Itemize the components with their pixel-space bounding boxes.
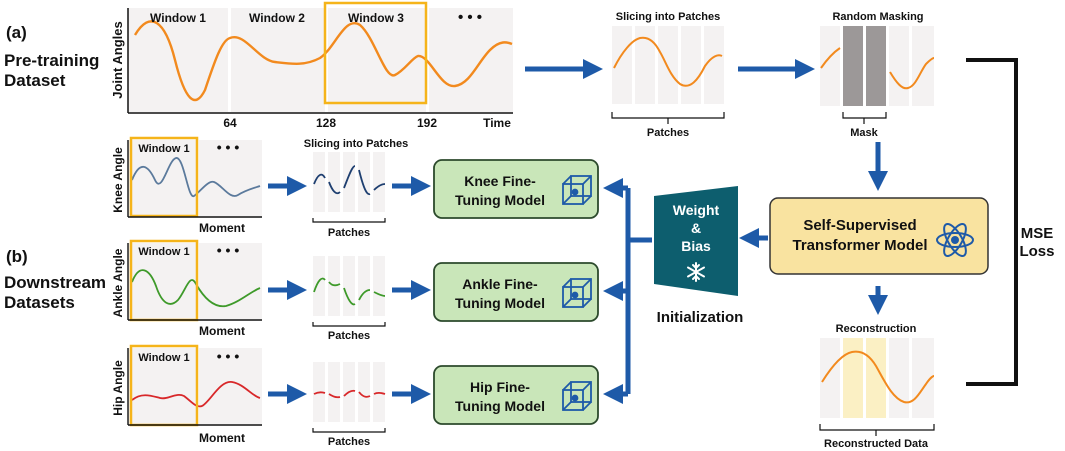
weight-line1: Weight — [673, 202, 720, 218]
hip-ylabel: Hip Angle — [111, 360, 125, 416]
knee-xlabel: Moment — [199, 221, 245, 235]
pretrain-signal — [133, 20, 513, 102]
knee-patch-signal — [313, 165, 386, 195]
random-masking: Random Masking Mask — [820, 11, 935, 139]
ankle-patch-signal — [313, 277, 386, 306]
label-b: (b) — [6, 247, 28, 266]
downstream-label-line2: Datasets — [4, 293, 75, 312]
pretrain-window-2: Window 2 — [249, 11, 305, 25]
knee-row: Knee Angle Window 1 • • • Moment Patches — [111, 136, 386, 239]
hip-window-label: Window 1 — [138, 352, 189, 364]
pretrain-plot: Joint Angles Window 1 Window 2 Window 3 … — [110, 1, 513, 130]
ankle-signal — [131, 269, 261, 308]
reconstruction: Reconstruction Reconstructed Data — [819, 323, 935, 450]
ankle-row: Ankle Angle Window 1 • • • Moment Patche… — [111, 239, 386, 342]
cube-network-icon — [562, 381, 592, 411]
pretrain-ylabel: Joint Angles — [110, 21, 125, 99]
pretrain-window-1: Window 1 — [150, 11, 206, 25]
hip-patch-signal — [313, 389, 386, 399]
weight-line3: Bias — [681, 238, 711, 254]
slicing-top-title: Slicing into Patches — [616, 11, 721, 23]
ankle-window-label: Window 1 — [138, 246, 189, 258]
masking-caption: Mask — [850, 127, 878, 139]
cube-network-icon — [562, 175, 592, 205]
weight-line2: & — [691, 220, 701, 236]
pretrain-label-line2: Dataset — [4, 71, 66, 90]
ankle-ellipsis: • • • — [217, 242, 240, 258]
window3-highlight — [323, 1, 428, 105]
init-distribution-arrows — [603, 178, 652, 404]
knee-model-line1: Knee Fine- — [464, 173, 536, 189]
weight-bias-block: Weight & Bias Initialization — [654, 186, 743, 326]
snowflake-icon — [687, 262, 705, 282]
cube-network-icon — [562, 278, 592, 308]
mse-label-line1: MSE — [1021, 225, 1054, 242]
knee-finetune-model: Knee Fine- Tuning Model — [433, 159, 599, 219]
pretrain-window-3: Window 3 — [348, 11, 404, 25]
knee-window-label: Window 1 — [138, 143, 189, 155]
ankle-xlabel: Moment — [199, 324, 245, 338]
ankle-model-line2: Tuning Model — [455, 295, 545, 311]
hip-signal — [131, 381, 261, 408]
atom-icon — [936, 223, 974, 257]
hip-xlabel: Moment — [199, 431, 245, 445]
pretrain-ellipsis: • • • — [458, 9, 482, 26]
xtick-128: 128 — [316, 116, 336, 130]
hip-row: Hip Angle Window 1 • • • Moment Patches — [111, 344, 386, 448]
knee-window-box — [129, 136, 199, 218]
xtick-192: 192 — [417, 116, 437, 130]
transformer-line2: Transformer Model — [792, 237, 927, 254]
slicing-top-signal — [613, 36, 723, 87]
knee-signal — [131, 157, 261, 197]
knee-patches-caption: Patches — [328, 227, 370, 239]
knee-model-line2: Tuning Model — [455, 192, 545, 208]
slicing-top: Slicing into Patches Patches — [611, 11, 725, 139]
hip-model-line1: Hip Fine- — [470, 379, 530, 395]
downstream-slicing-title: Slicing into Patches — [304, 138, 409, 150]
ankle-patches-caption: Patches — [328, 330, 370, 342]
knee-ellipsis: • • • — [217, 139, 240, 155]
slicing-top-caption: Patches — [647, 127, 689, 139]
ankle-ylabel: Ankle Angle — [111, 248, 125, 317]
mse-label-line2: Loss — [1019, 243, 1054, 260]
transformer-line1: Self-Supervised — [803, 217, 916, 234]
knee-ylabel: Knee Angle — [111, 147, 125, 213]
transformer-model: Self-Supervised Transformer Model — [769, 197, 989, 275]
hip-ellipsis: • • • — [217, 348, 240, 364]
xtick-64: 64 — [223, 116, 237, 130]
downstream-label-line1: Downstream — [4, 273, 106, 292]
masking-title: Random Masking — [832, 11, 923, 23]
reconstruction-caption: Reconstructed Data — [824, 438, 929, 450]
reconstruction-title: Reconstruction — [836, 323, 917, 335]
hip-finetune-model: Hip Fine- Tuning Model — [433, 365, 599, 425]
reconstruction-signal — [821, 350, 935, 404]
hip-patches-caption: Patches — [328, 436, 370, 448]
initialization-label: Initialization — [657, 309, 744, 326]
label-a: (a) — [6, 23, 27, 42]
hip-model-line2: Tuning Model — [455, 398, 545, 414]
mse-bracket — [966, 58, 1018, 386]
ankle-model-line1: Ankle Fine- — [462, 276, 538, 292]
pretrain-label-line1: Pre-training — [4, 51, 99, 70]
pretrain-xlabel: Time — [483, 116, 511, 130]
ankle-finetune-model: Ankle Fine- Tuning Model — [433, 262, 599, 322]
